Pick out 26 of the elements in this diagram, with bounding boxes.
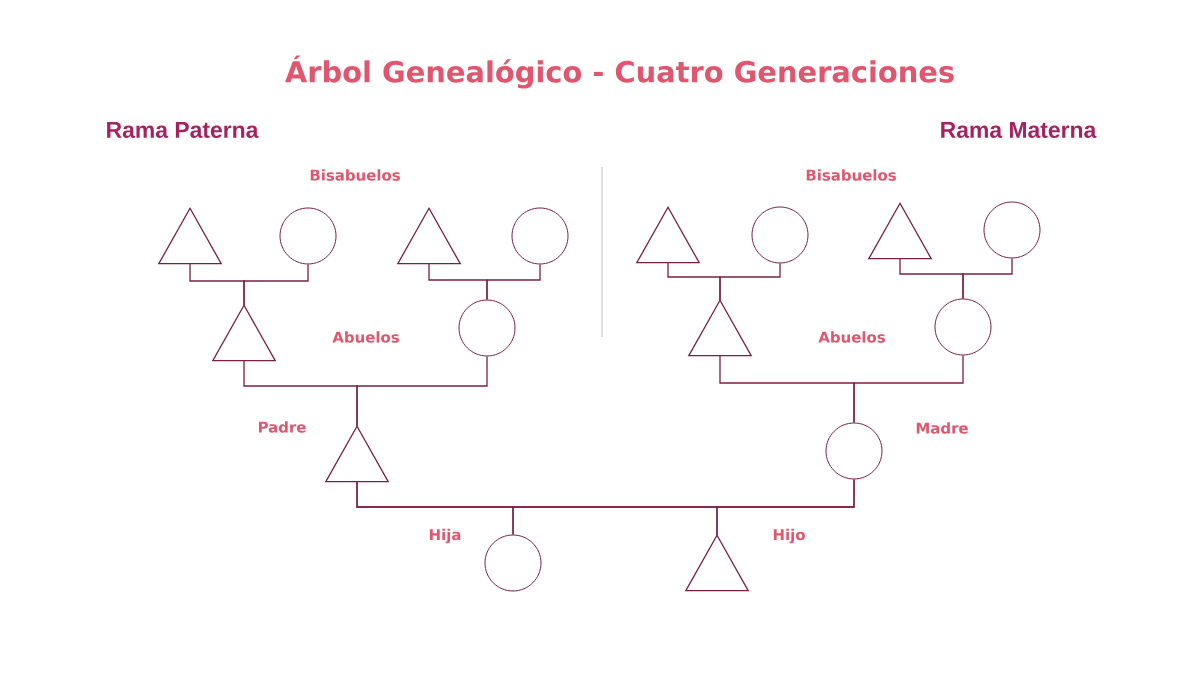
connector-line [719,262,781,301]
member-label: Padre [258,421,306,433]
generation-label: Bisabuelos [310,169,400,181]
title: Árbol Genealógico - Cuatro Generaciones [285,55,954,89]
circle-symbol [511,207,569,265]
connector-line [716,478,855,536]
connector-line [853,354,964,424]
circle-symbol [751,206,809,264]
connector-line [486,263,541,301]
circle-symbol [983,201,1041,259]
circle-symbol [279,207,337,265]
branch-heading: Rama Paterna [107,122,259,138]
connector-line [243,263,309,306]
generation-label: Abuelos [818,331,885,343]
circle-symbol [934,298,992,356]
generation-label: Bisabuelos [806,169,896,181]
connector-line [356,355,488,427]
member-label: Hijo [773,528,805,544]
circle-symbol [484,534,542,592]
member-label: Hija [429,528,461,544]
member-label: Madre [916,422,968,434]
connector-line [962,257,1013,300]
circle-symbol [825,422,883,480]
circle-symbol [458,299,516,357]
generation-label: Abuelos [332,331,399,343]
branch-heading: Rama Materna [941,122,1097,138]
